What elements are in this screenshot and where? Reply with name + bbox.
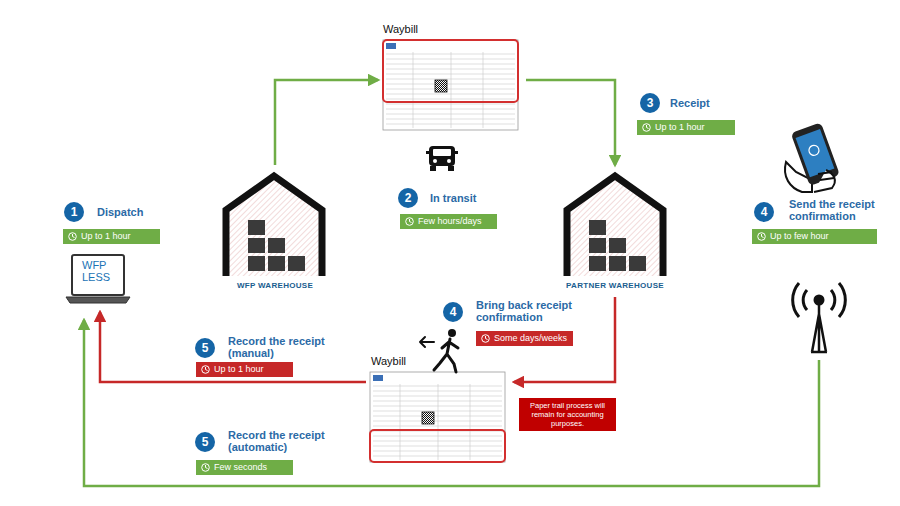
node-text: Up to 1 hour — [214, 364, 289, 375]
step-number-text: 5 — [195, 338, 215, 358]
step-title: Dispatch — [97, 206, 187, 218]
step-number-text: 4 — [443, 302, 463, 322]
note-box: Paper trail process will remain for acco… — [519, 398, 616, 431]
node-text: Up to 1 hour — [81, 231, 156, 242]
clock-icon — [68, 232, 77, 241]
waybill-document — [383, 40, 518, 130]
waybill-box: Waybill — [366, 354, 514, 464]
node-text: Waybill — [378, 22, 526, 36]
step-number-text: 2 — [398, 188, 418, 208]
step-number-text: 1 — [64, 202, 84, 222]
step-number: 3 — [640, 93, 660, 113]
step-number: 5 — [195, 432, 215, 452]
step-title: Receipt — [670, 97, 750, 109]
partner-warehouse-icon — [567, 176, 663, 276]
signal-wire — [84, 320, 819, 486]
node-text: WFP WAREHOUSE — [220, 281, 330, 291]
person-icon — [420, 329, 458, 372]
flow-arrow — [526, 80, 615, 165]
time-badge: Up to 1 hour — [196, 362, 293, 377]
warehouse-box: WFP WAREHOUSE — [220, 165, 330, 297]
time-badge: Up to 1 hour — [63, 229, 160, 244]
phone-icon — [785, 122, 840, 192]
clock-icon — [201, 463, 210, 472]
clock-icon — [481, 334, 490, 343]
step-number-text: 3 — [640, 93, 660, 113]
node-text: Few hours/days — [418, 216, 493, 227]
clock-icon — [642, 123, 651, 132]
time-badge: Up to few hour — [752, 229, 877, 244]
step-title: Send the receipt confirmation — [789, 198, 894, 222]
waybill-document — [370, 372, 505, 462]
node-text: Up to 1 hour — [655, 122, 731, 133]
step-number: 4 — [443, 302, 463, 322]
flow-arrow — [100, 312, 366, 382]
node-text: Paper trail process will remain for acco… — [523, 401, 612, 428]
node-text: Up to few hour — [770, 231, 873, 242]
node-text: WFP LESS — [66, 252, 116, 283]
truck-icon — [426, 146, 458, 171]
node-text: Some days/weeks — [494, 333, 569, 344]
step-title: Bring back receipt confirmation — [476, 299, 594, 323]
wfp-warehouse-icon — [226, 176, 322, 276]
step-title: Record the receipt (automatic) — [228, 429, 340, 453]
flow-arrow — [275, 80, 378, 165]
step-number: 2 — [398, 188, 418, 208]
waybill-box: Waybill — [378, 22, 526, 134]
step-number: 1 — [64, 202, 84, 222]
clock-icon — [405, 217, 414, 226]
step-title: In transit — [430, 192, 520, 204]
step-number: 4 — [754, 202, 774, 222]
node-text: PARTNER WAREHOUSE — [560, 281, 670, 291]
time-badge: Few hours/days — [400, 214, 497, 229]
node-text: Few seconds — [214, 462, 289, 473]
step-number-text: 5 — [195, 432, 215, 452]
warehouse-box: PARTNER WAREHOUSE — [560, 165, 670, 297]
time-badge: Some days/weeks — [476, 331, 573, 346]
clock-icon — [201, 365, 210, 374]
step-number: 5 — [195, 338, 215, 358]
antenna-icon — [793, 283, 846, 352]
time-badge: Up to 1 hour — [637, 120, 735, 135]
clock-icon — [757, 232, 766, 241]
laptop-box: WFP LESS — [66, 252, 128, 312]
time-badge: Few seconds — [196, 460, 293, 475]
node-text: Waybill — [366, 354, 514, 368]
step-title: Record the receipt (manual) — [228, 335, 340, 359]
step-number-text: 4 — [754, 202, 774, 222]
